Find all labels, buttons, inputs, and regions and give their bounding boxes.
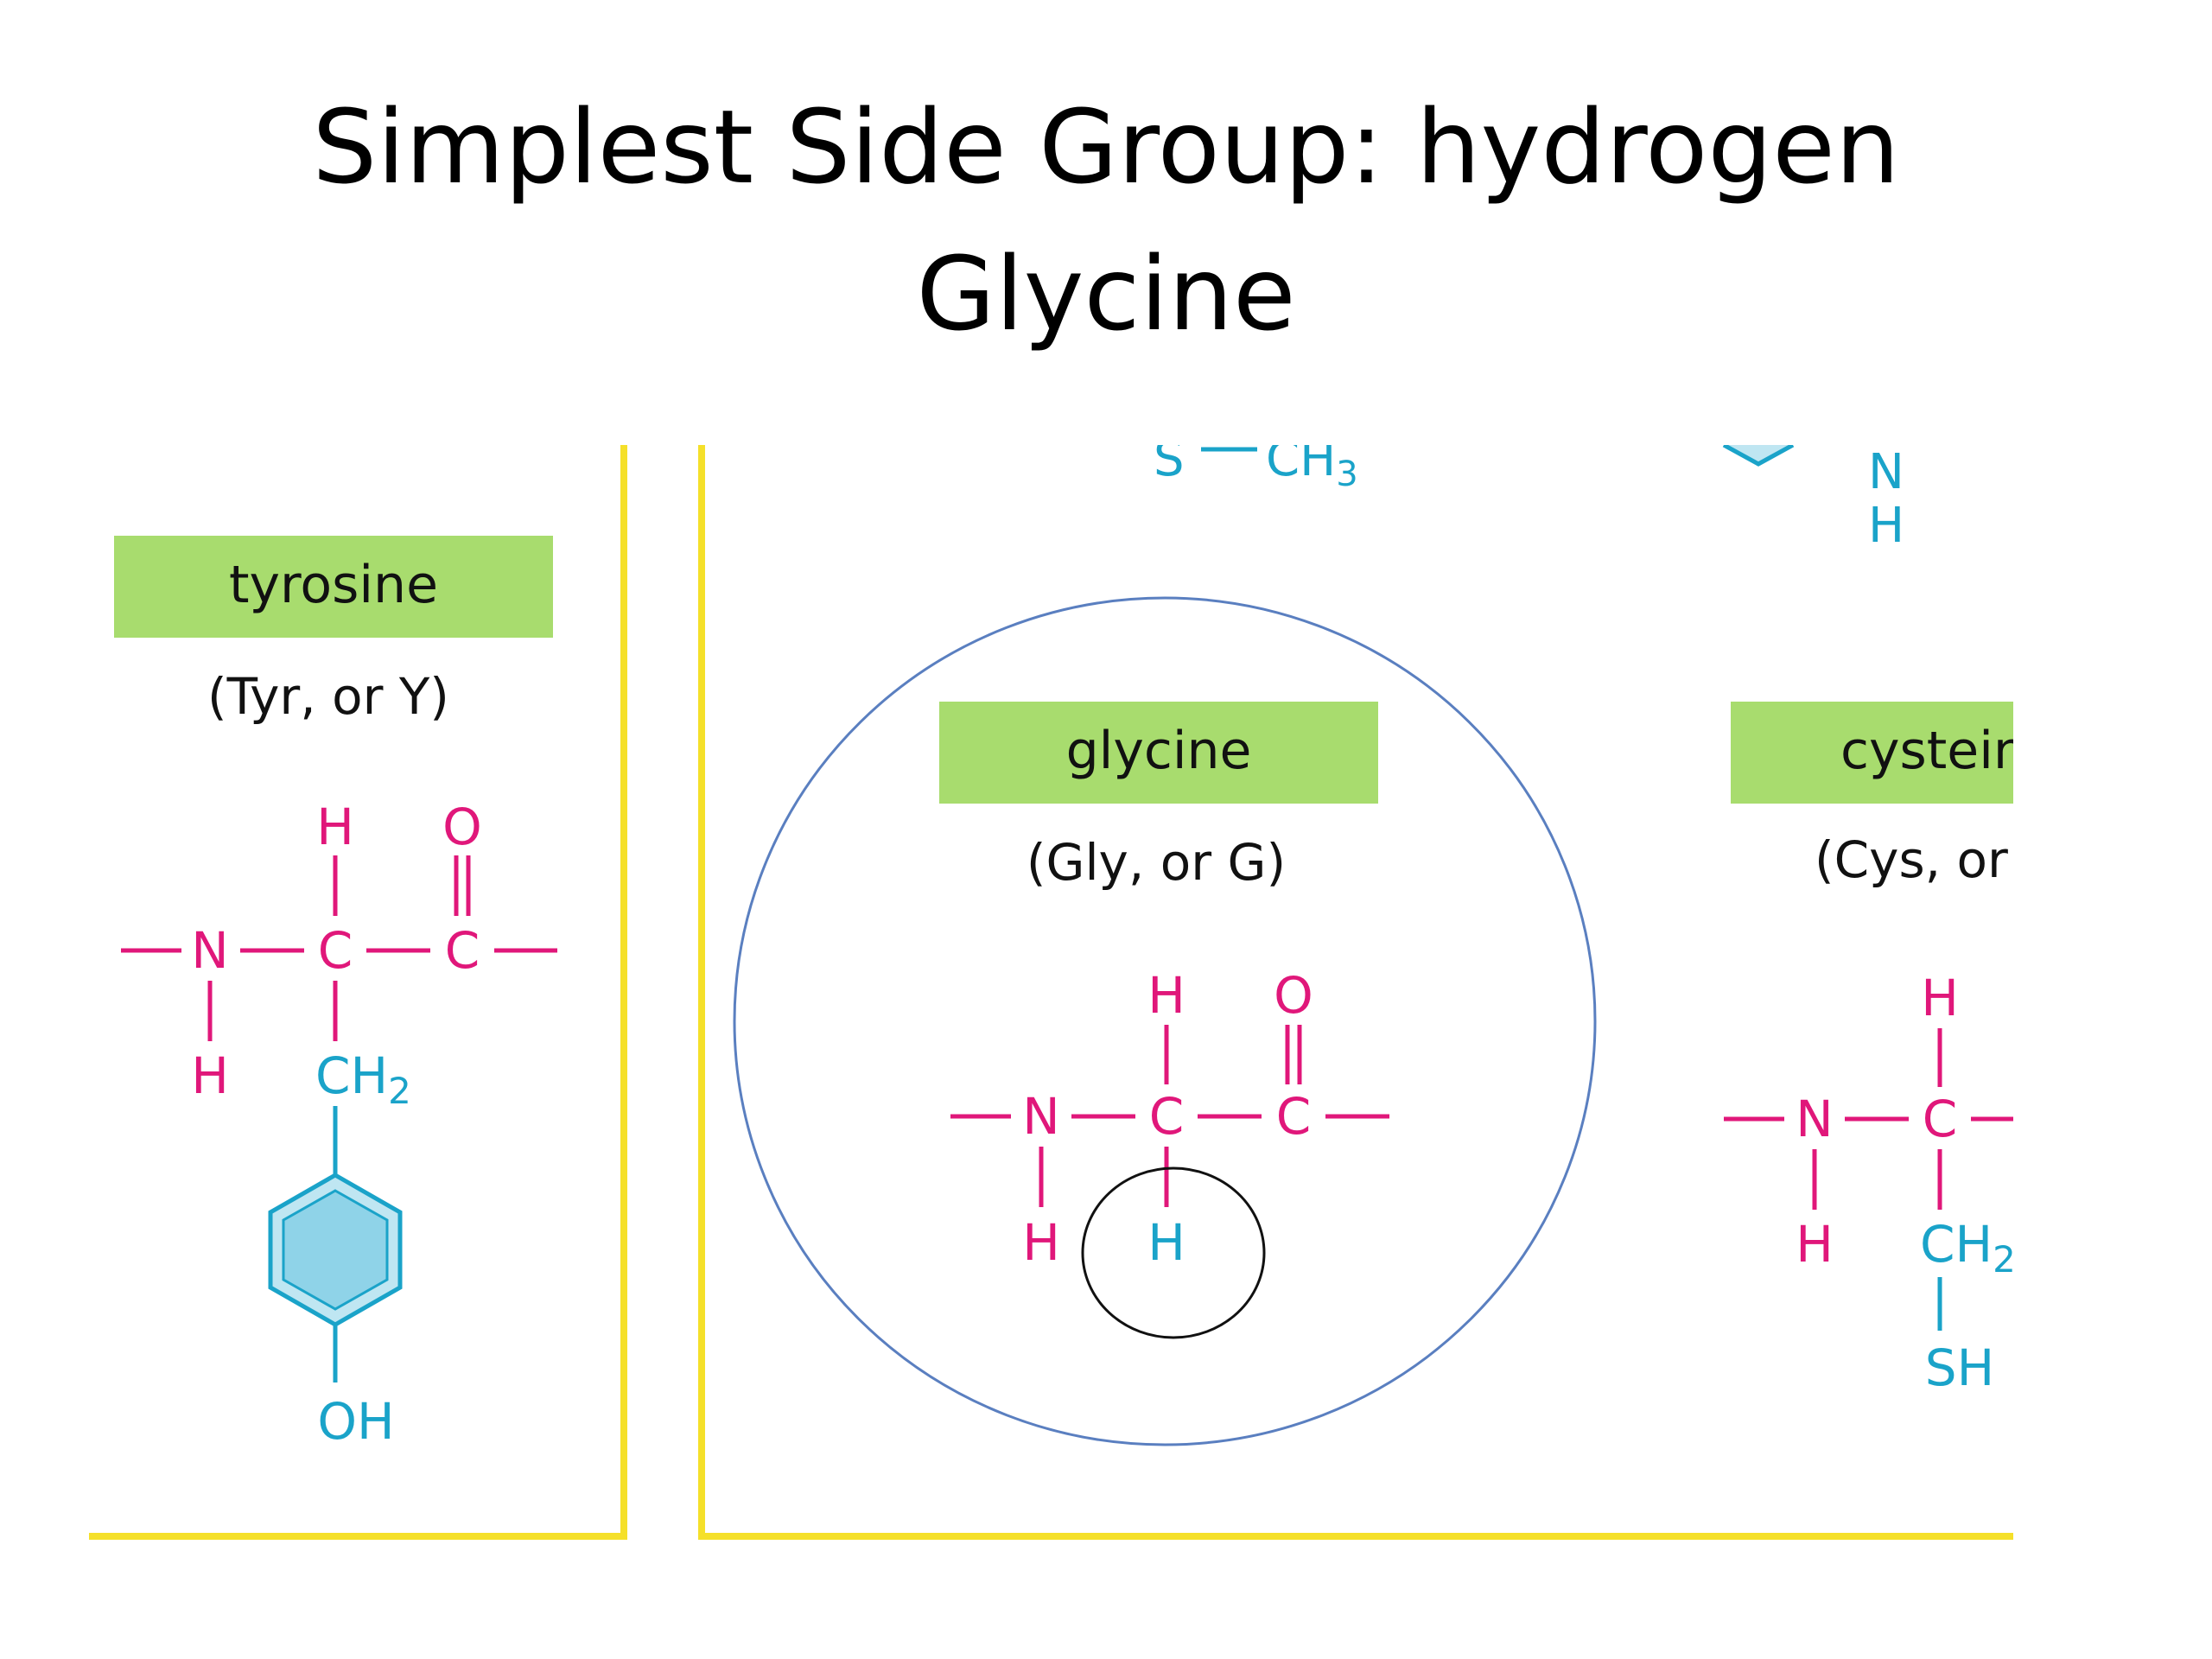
cysteine-sh: SH <box>1925 1338 1994 1397</box>
glycine-h-top: H <box>1147 966 1185 1025</box>
top-fragment-h: H <box>1868 498 1904 554</box>
glycine-c-carbonyl: C <box>1276 1087 1312 1146</box>
cysteine-n: N <box>1796 1090 1833 1148</box>
top-fragment-n: N <box>1868 444 1904 500</box>
tyrosine-c-alpha: C <box>318 921 353 980</box>
tyrosine-benzene-inner <box>282 1189 389 1311</box>
glycine-n: N <box>1022 1087 1059 1146</box>
glycine-highlight-circle <box>733 596 1597 1446</box>
tyrosine-abbrev: (Tyr, or Y) <box>207 667 449 726</box>
glycine-label-box <box>939 702 1378 804</box>
glycine-c-alpha: C <box>1149 1087 1185 1146</box>
slide-title-line-2: Glycine <box>916 234 1296 353</box>
tyrosine-h-top: H <box>316 798 354 856</box>
top-fragment-ch3: CH3 <box>1266 431 1358 494</box>
tyrosine-n: N <box>191 921 228 980</box>
cysteine-name: cystein <box>1840 721 2026 781</box>
tyrosine-label-box <box>114 536 553 638</box>
glycine-o: O <box>1274 966 1313 1025</box>
glycine-structure: glycine (Gly, or G) H O N C C H H <box>733 596 1597 1446</box>
glycine-h-n: H <box>1022 1213 1060 1272</box>
cysteine-structure: cystein (Cys, or H N C H CH2 SH <box>1724 702 2026 1397</box>
cysteine-c-alpha: C <box>1923 1090 1958 1148</box>
glycine-abbrev: (Gly, or G) <box>1027 833 1286 892</box>
tyrosine-oh: OH <box>317 1392 394 1451</box>
ring-fragment-edge <box>1722 445 1795 467</box>
top-fragment-s: S <box>1154 431 1185 487</box>
side-chain-highlight-circle <box>1081 1166 1266 1339</box>
tyrosine-name: tyrosine <box>229 555 438 615</box>
right-panel-border <box>698 445 2013 1540</box>
tyrosine-c-carbonyl: C <box>445 921 480 980</box>
slide-title: Simplest Side Group: hydrogen Glycine <box>0 73 2212 367</box>
cysteine-label-box <box>1731 702 2013 804</box>
tyrosine-panel-border <box>89 445 627 1540</box>
top-fragment-ring: N H <box>1722 444 1904 554</box>
tyrosine-ch2: CH2 <box>315 1046 411 1112</box>
tyrosine-h-n: H <box>191 1046 229 1105</box>
tyrosine-o: O <box>442 798 482 856</box>
glycine-name: glycine <box>1066 721 1252 781</box>
top-fragment-methyl: S CH3 <box>1154 431 1358 494</box>
glycine-side-chain-h: H <box>1147 1213 1185 1272</box>
cysteine-h-n: H <box>1796 1215 1834 1274</box>
slide-title-line-1: Simplest Side Group: hydrogen <box>312 87 1900 207</box>
cysteine-h-top: H <box>1921 969 1959 1027</box>
cysteine-ch2: CH2 <box>1920 1215 2016 1281</box>
cysteine-abbrev: (Cys, or <box>1815 830 2008 889</box>
tyrosine-structure: tyrosine (Tyr, or Y) H O N C C H CH2 OH <box>114 536 557 1451</box>
